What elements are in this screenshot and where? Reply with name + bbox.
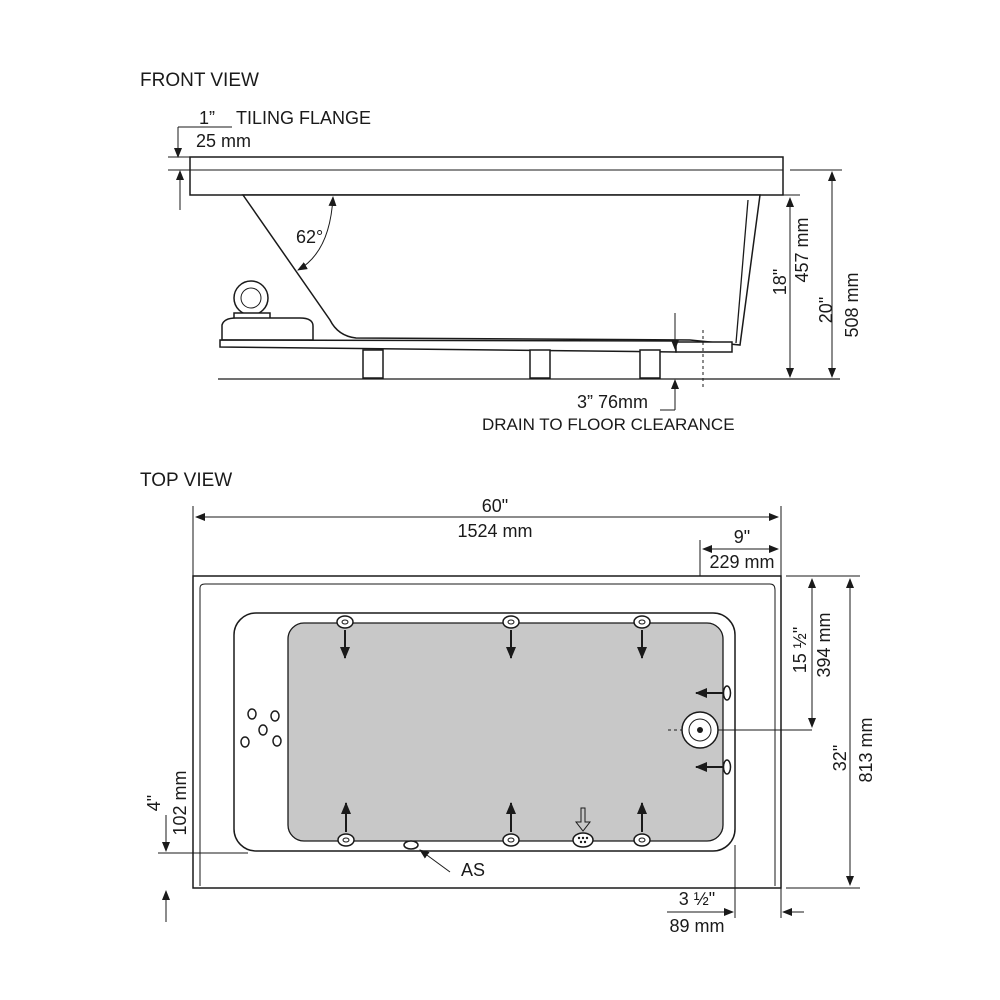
drain-clearance-label: DRAIN TO FLOOR CLEARANCE [482, 415, 735, 434]
air-sensor-label: AS [461, 860, 485, 880]
suction-grate [572, 807, 594, 848]
tub-body [241, 194, 761, 346]
jet-bottom-1 [337, 802, 355, 847]
drain-fitting [221, 280, 314, 341]
base-plate [219, 339, 677, 353]
jet-bottom-3 [633, 802, 651, 847]
inner-depth-mm: 457 mm [792, 217, 812, 282]
flange-inch-label: 1” [199, 108, 215, 128]
tiling-flange-label: TILING FLANGE [236, 108, 371, 128]
drain-center-inch: 15 ½" [790, 627, 810, 673]
length-mm: 1524 mm [457, 521, 532, 541]
flange-dimension: 1” TILING FLANGE 25 mm [168, 108, 371, 210]
width-mm: 813 mm [856, 717, 876, 782]
tub-rim [189, 156, 784, 196]
jet-top-1 [336, 615, 354, 659]
angle-dimension: 62° [296, 196, 337, 271]
back-jet-cluster [240, 708, 282, 748]
bottom-offset-inch: 3 ½" [679, 889, 715, 909]
flange-side-inch: 4" [144, 795, 164, 811]
front-view-title: FRONT VIEW [140, 70, 259, 91]
width-dimension: 32" 813 mm [786, 575, 876, 889]
flange-side-dimension: 4" 102 mm [144, 770, 248, 922]
length-inch: 60" [482, 496, 508, 516]
tub-foot [362, 349, 384, 379]
total-height-mm: 508 mm [842, 272, 862, 337]
tub-foot [639, 349, 661, 379]
side-jet-upper [695, 685, 732, 701]
total-height-inch: 20" [816, 297, 836, 323]
flange-mm-label: 25 mm [196, 131, 251, 151]
drain-clearance-dimension: 3” 76mm DRAIN TO FLOOR CLEARANCE [482, 313, 735, 434]
drain-center-mm: 394 mm [814, 612, 834, 677]
inner-depth-inch: 18" [770, 269, 790, 295]
front-view: FRONT VIEW 1” TILING FLANGE 25 mm 62° [140, 70, 862, 434]
tub-foot [529, 349, 551, 379]
drain [668, 711, 812, 749]
side-jet-lower [695, 759, 732, 775]
drain-offset-mm: 229 mm [709, 552, 774, 572]
total-height-dimension: 20" 508 mm [790, 169, 862, 378]
bottom-offset-dimension: 3 ½" 89 mm [667, 845, 804, 936]
jet-bottom-2 [502, 802, 520, 847]
inner-depth-dimension: 18" 457 mm [770, 194, 812, 378]
tub-basin [287, 622, 724, 842]
jet-top-2 [502, 615, 520, 659]
top-view: TOP VIEW 60" 1524 mm 9" 229 mm [140, 470, 876, 936]
air-sensor: AS [403, 840, 485, 880]
jet-top-3 [633, 615, 651, 659]
width-inch: 32" [830, 745, 850, 771]
top-view-title: TOP VIEW [140, 470, 232, 491]
length-dimension: 60" 1524 mm [192, 496, 782, 576]
drain-offset-inch: 9" [734, 527, 750, 547]
drain-center-dimension: 15 ½" 394 mm [786, 575, 834, 728]
bottom-offset-mm: 89 mm [669, 916, 724, 936]
angle-label: 62° [296, 227, 323, 247]
flange-side-mm: 102 mm [170, 770, 190, 835]
drain-clearance-value: 3” 76mm [577, 392, 648, 412]
drain-offset-dimension: 9" 229 mm [699, 527, 779, 724]
